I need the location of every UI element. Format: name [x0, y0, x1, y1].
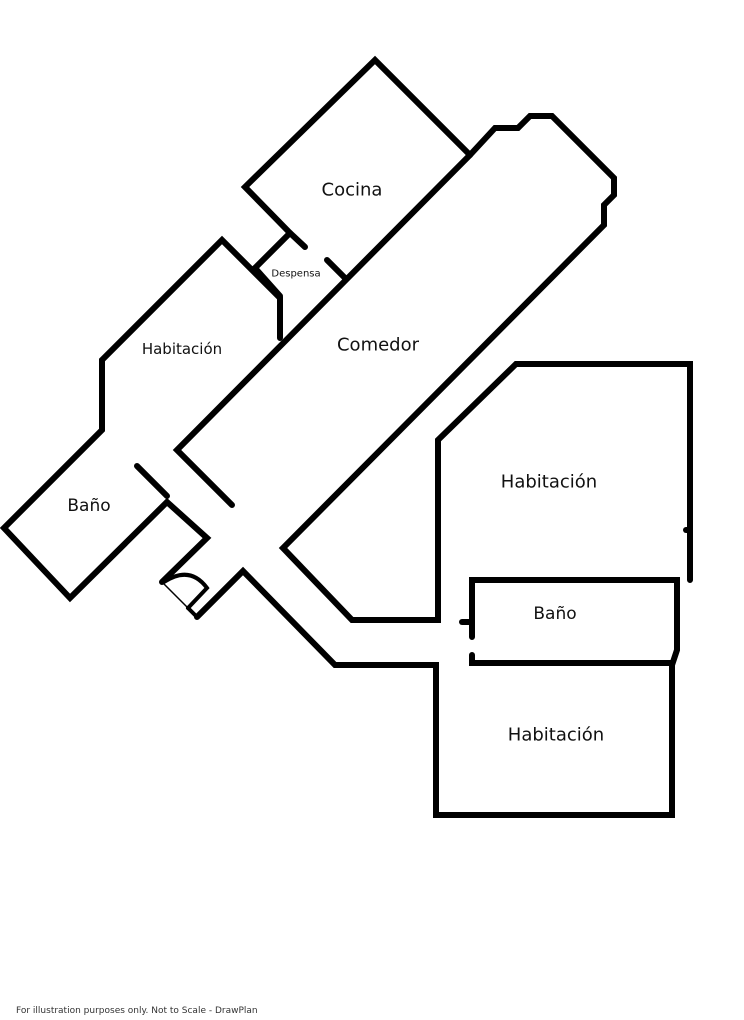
wall-habitacion-left: [0, 235, 283, 603]
room-label-habitacion-right-top: Habitación: [500, 471, 598, 493]
wall-kitchen: [240, 55, 473, 250]
room-label-despensa: Despensa: [271, 268, 321, 280]
room-label-comedor: Comedor: [336, 334, 420, 356]
wall-despensa-sep: [252, 265, 283, 299]
room-label-cocina: Cocina: [321, 179, 383, 201]
wall-comedor-outer: [278, 113, 693, 623]
room-label-bano-left: Baño: [67, 496, 111, 516]
wall-bano-right-bottom: [469, 652, 675, 666]
footer-disclaimer: For illustration purposes only. Not to S…: [16, 1006, 258, 1016]
room-label-habitacion-left: Habitación: [141, 340, 223, 358]
wall-bano-door-jamb: [134, 463, 170, 499]
wall-despensa-door-jamb: [324, 257, 348, 281]
door-leaf: [186, 606, 199, 619]
wall-hall-bottom: [194, 566, 680, 818]
room-label-bano-right: Baño: [533, 604, 577, 624]
wall-left-wing: [252, 230, 293, 271]
room-label-habitacion-right-bottom: Habitación: [507, 724, 605, 746]
door-swing: [162, 572, 210, 610]
wall-comedor-inner: [172, 152, 473, 508]
